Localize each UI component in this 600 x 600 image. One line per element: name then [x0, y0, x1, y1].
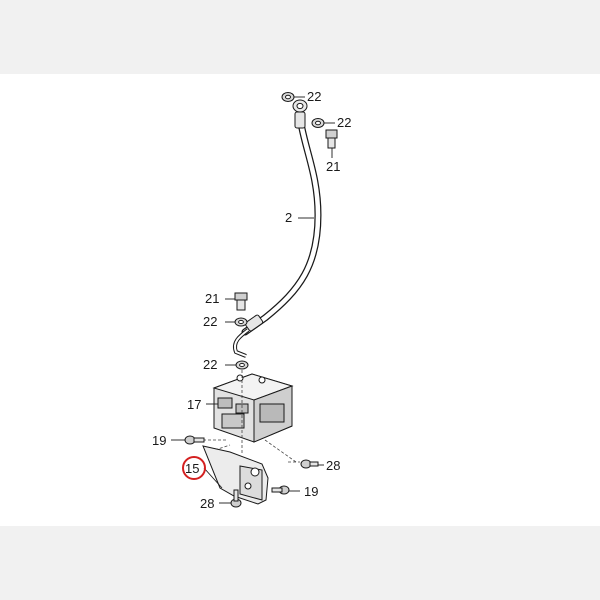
mounting-bracket-15[interactable] [202, 445, 269, 505]
sealing-washer-22-top[interactable] [281, 92, 295, 102]
sealing-washer-22-low[interactable] [235, 360, 249, 370]
callout-28: 28 [326, 458, 340, 473]
sealing-washer-22-right[interactable] [311, 118, 325, 128]
callout-15: 15 [185, 461, 199, 476]
bolt-28-right[interactable] [300, 459, 319, 469]
callout-19: 19 [152, 433, 166, 448]
highlight-circle-15 [182, 456, 206, 480]
callout-17: 17 [187, 397, 201, 412]
banjo-bolt-21-lower[interactable] [234, 292, 248, 311]
callout-21: 21 [205, 291, 219, 306]
callout-2: 2 [285, 210, 292, 225]
callout-19: 19 [304, 484, 318, 499]
callout-28: 28 [200, 496, 214, 511]
banjo-eye-top [292, 99, 308, 113]
brake-hose[interactable] [233, 111, 322, 358]
callout-22: 22 [203, 357, 217, 372]
callout-22: 22 [337, 115, 351, 130]
banjo-bolt-21-top[interactable] [325, 129, 338, 149]
callout-22: 22 [203, 314, 217, 329]
abs-modulator-unit[interactable] [212, 373, 294, 443]
bolt-19-left[interactable] [184, 435, 205, 445]
callout-22: 22 [307, 89, 321, 104]
sealing-washer-22-mid[interactable] [234, 317, 248, 327]
parts-diagram-canvas [0, 74, 600, 526]
callout-21: 21 [326, 159, 340, 174]
bolt-19-right[interactable] [271, 485, 290, 495]
